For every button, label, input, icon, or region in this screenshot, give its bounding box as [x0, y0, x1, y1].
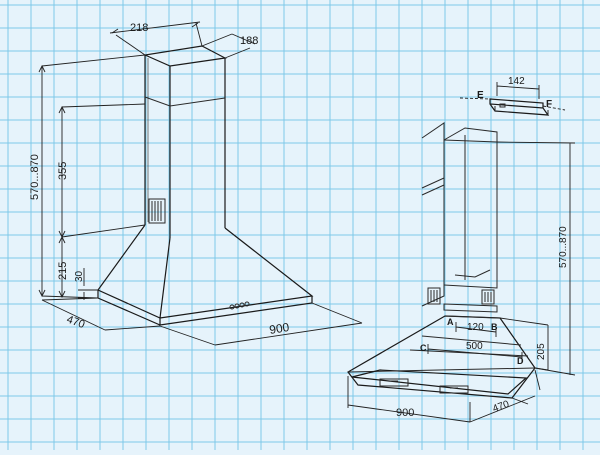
wall-bracket: [459, 82, 566, 116]
control-buttons: [229, 301, 250, 310]
dim-cd-spacing: 500: [466, 341, 483, 352]
dim-ab-spacing: 120: [467, 322, 484, 333]
label-c: C: [420, 343, 427, 353]
dim-right-height: 570...870: [558, 226, 569, 268]
right-mount-view: 142 E F A B C: [347, 76, 576, 423]
exploded-chimney: [421, 122, 498, 313]
dim-right-width: 900: [396, 407, 414, 419]
dim-right-canopy-height: 205: [536, 343, 547, 360]
dim-top-width: 218: [130, 22, 148, 34]
dim-right-depth: 470: [491, 399, 511, 415]
dim-overall-height: 570...870: [29, 154, 41, 200]
label-f: F: [546, 99, 552, 110]
label-d: D: [517, 356, 524, 366]
dim-top-depth: 188: [240, 35, 258, 47]
label-b: B: [491, 322, 498, 332]
dim-bottom-width: 900: [268, 320, 290, 337]
base-rim-outline: [97, 290, 313, 326]
vent-slots: [148, 198, 166, 224]
dim-bottom-depth: 470: [65, 314, 86, 332]
dim-canopy-height: 215: [57, 262, 69, 280]
dim-chimney-section: 355: [57, 162, 69, 180]
label-a: A: [447, 317, 454, 327]
filter-underside: [351, 369, 528, 395]
label-e: E: [477, 90, 484, 101]
chimney-top-outline: [142, 45, 227, 67]
chimney-body-outline: [144, 55, 226, 238]
dim-bracket-width: 142: [508, 76, 525, 87]
left-hood-view: 218 188 570...870 355 215 30 470 900: [29, 21, 363, 346]
dim-rim-height: 30: [74, 270, 85, 282]
